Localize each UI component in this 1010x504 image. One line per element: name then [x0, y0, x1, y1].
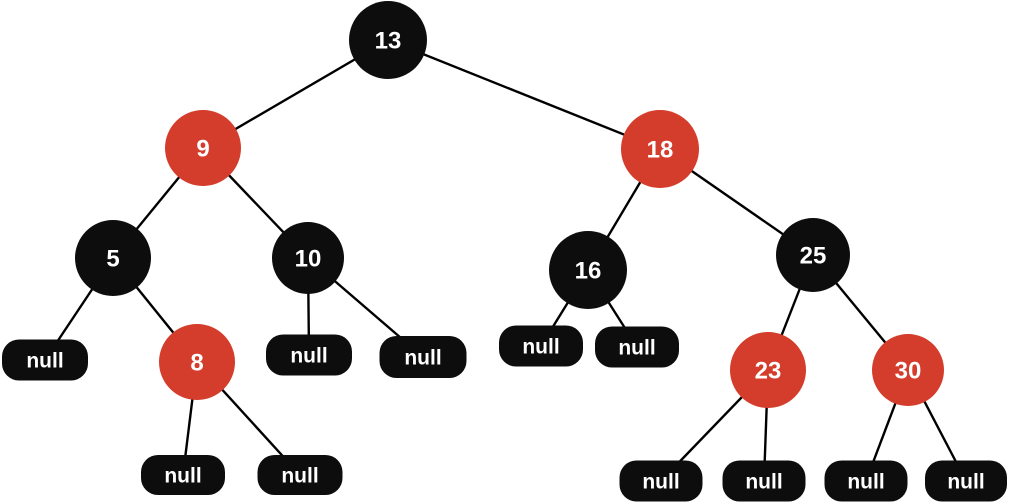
node-value-label: 5: [106, 246, 119, 273]
black-node-circle: [272, 222, 344, 294]
null-leaf-label: null: [642, 471, 679, 494]
node-value-label: 18: [647, 137, 674, 164]
node-value-label: 30: [895, 358, 922, 385]
null-leaf-box: [379, 336, 467, 378]
tree-leaf-null-23L: null: [619, 460, 703, 502]
black-node-circle: [776, 218, 850, 292]
tree-leaf-null-5L: null: [2, 339, 88, 381]
tree-node-9: 9: [165, 110, 241, 186]
null-leaf-label: null: [847, 471, 884, 494]
null-leaf-box: [141, 455, 225, 495]
null-leaf-box: [2, 339, 88, 381]
node-value-label: 10: [295, 246, 322, 273]
tree-leaf-null-8R: null: [257, 455, 343, 495]
node-value-label: 8: [190, 350, 203, 377]
null-leaf-label: null: [618, 337, 655, 360]
tree-node-16: 16: [549, 231, 627, 309]
red-node-circle: [730, 332, 806, 408]
tree-node-23: 23: [730, 332, 806, 408]
tree-leaf-null-10L: null: [266, 334, 352, 376]
null-leaf-box: [925, 460, 1007, 502]
null-leaf-box: [824, 460, 908, 502]
null-leaf-label: null: [522, 336, 559, 359]
black-node-circle: [75, 220, 151, 296]
tree-node-25: 25: [776, 218, 850, 292]
tree-node-13: 13: [349, 1, 427, 79]
null-leaf-label: null: [290, 345, 327, 368]
tree-leaf-null-16R: null: [595, 326, 679, 368]
null-leaf-box: [266, 334, 352, 376]
tree-leaf-null-16L: null: [499, 325, 583, 367]
null-leaf-label: null: [281, 465, 318, 488]
red-node-circle: [621, 110, 699, 188]
tree-node-8: 8: [159, 324, 235, 400]
node-value-label: 13: [375, 28, 402, 55]
null-leaf-box: [722, 460, 806, 502]
null-leaf-box: [257, 455, 343, 495]
node-value-label: 9: [196, 136, 209, 163]
null-leaf-label: null: [26, 350, 63, 373]
null-leaf-label: null: [404, 347, 441, 370]
node-value-label: 16: [575, 258, 602, 285]
node-value-label: 25: [800, 243, 827, 270]
null-leaf-label: null: [164, 465, 201, 488]
black-node-circle: [549, 231, 627, 309]
tree-leaf-null-23R: null: [722, 460, 806, 502]
null-leaf-box: [595, 326, 679, 368]
red-node-circle: [165, 110, 241, 186]
red-node-circle: [159, 324, 235, 400]
tree-node-10: 10: [272, 222, 344, 294]
null-leaf-box: [499, 325, 583, 367]
tree-node-5: 5: [75, 220, 151, 296]
black-node-circle: [349, 1, 427, 79]
red-node-circle: [872, 334, 944, 406]
null-leaf-label: null: [745, 471, 782, 494]
tree-node-30: 30: [872, 334, 944, 406]
tree-leaf-null-8L: null: [141, 455, 225, 495]
node-value-label: 23: [755, 358, 782, 385]
tree-edge-n13-n18: [387, 38, 661, 151]
tree-node-18: 18: [621, 110, 699, 188]
null-leaf-label: null: [947, 471, 984, 494]
tree-leaf-null-30L: null: [824, 460, 908, 502]
null-leaf-box: [619, 460, 703, 502]
tree-leaf-null-10R: null: [379, 336, 467, 378]
tree-leaf-null-30R: null: [925, 460, 1007, 502]
